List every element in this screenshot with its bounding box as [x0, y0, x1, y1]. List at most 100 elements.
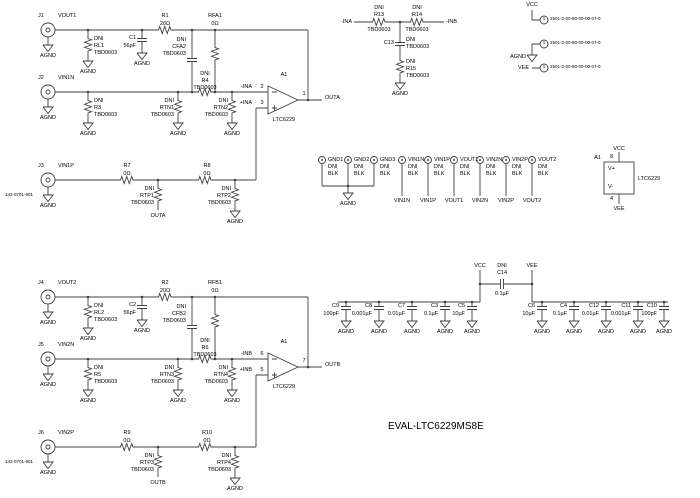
bypass-caps-text: C4	[559, 303, 567, 309]
opamp-power-text: VCC	[613, 146, 625, 152]
feedback-network-text: TBD0603	[406, 44, 430, 50]
opamp-power-text: VEE	[613, 206, 625, 212]
channel-b-text: C2	[128, 302, 136, 308]
channel-a-text: R3	[94, 105, 102, 111]
channel-b-text: R2	[161, 280, 169, 286]
bypass-caps-text: C10	[646, 303, 657, 309]
channel-a-text: C1	[128, 35, 136, 41]
power-connectors-text: 2501-2-00-80-00-00-07-0	[550, 16, 601, 21]
bypass-caps-text: AGND	[464, 329, 480, 335]
opamp-power-text: A1	[594, 155, 601, 161]
feedback-network-text: DNI	[406, 37, 416, 43]
power-connectors-text: 1	[542, 64, 546, 69]
channel-a-text: AGND	[80, 131, 96, 137]
channel-a-text: VIN1N	[58, 75, 75, 81]
channel-a-text: R8	[203, 163, 211, 169]
channel-b-text: TBD0603	[207, 467, 231, 473]
channel-b-text: RTN4	[213, 372, 228, 378]
channel-b-text: RTN3	[159, 372, 174, 378]
test-points-text: AGND	[340, 201, 356, 207]
channel-a-text: TBD0603	[94, 112, 118, 118]
channel-a-text: RFA1	[208, 13, 222, 19]
bypass-caps-text: AGND	[656, 329, 672, 335]
channel-a-text: 20Ω	[159, 21, 171, 27]
bypass-caps-text: 0.1µF	[552, 311, 567, 317]
channel-a-text: J3	[38, 163, 44, 169]
channel-b-text: RTP4	[217, 460, 231, 466]
test-points-text: BLK	[460, 171, 471, 177]
channel-a-text: AGND	[40, 115, 56, 121]
bypass-caps-text: C8	[364, 303, 372, 309]
wires	[47, 10, 668, 477]
bypass-caps-text: C5	[457, 303, 465, 309]
test-points-text: DNI	[328, 164, 338, 170]
test-points-text: DNI	[408, 164, 418, 170]
feedback-network-text: DNI	[412, 5, 422, 11]
channel-a-text: RTP1	[140, 193, 154, 199]
feedback-network-text: TBD0603	[405, 27, 429, 33]
test-points-text: VOUT2	[538, 157, 557, 163]
channel-b-text: 56pF	[123, 310, 136, 316]
channel-a-text: TBD0603	[207, 200, 231, 206]
channel-a-text: RTN1	[159, 105, 174, 111]
power-connectors-text: 1	[542, 40, 546, 45]
test-points-text: DNI	[434, 164, 444, 170]
bypass-caps-text: C14	[496, 270, 508, 276]
channel-a-text: OUTA	[150, 213, 166, 219]
channel-b-text: AGND	[134, 328, 150, 334]
bypass-caps-text: C7	[397, 303, 405, 309]
bypass-caps-text: AGND	[534, 329, 550, 335]
channel-b-text: DNI	[176, 304, 186, 310]
test-points-text: VOUT1	[444, 198, 464, 204]
channel-b-text: RTP3	[140, 460, 154, 466]
channel-a-text: TBD0603	[162, 51, 186, 57]
board-title: EVAL-LTC6229MS8E	[388, 421, 484, 432]
channel-b-text: DNI	[144, 453, 154, 459]
bypass-caps-text: C3	[430, 303, 438, 309]
channel-b-text: +INB	[239, 367, 252, 373]
channel-b-text: LTC6229	[272, 384, 296, 390]
test-points-text: BLK	[408, 171, 419, 177]
channel-a-text: RTP2	[217, 193, 231, 199]
bypass-caps-text: 0.1µF	[494, 291, 510, 297]
channel-a-text: VOUT1	[58, 13, 77, 19]
opamp-power-text: 4	[609, 196, 613, 202]
channel-a-text: DNI	[144, 186, 154, 192]
bypass-caps-text: AGND	[338, 329, 354, 335]
opamp-power-text: V-	[608, 184, 614, 190]
channel-b-text: TBD0603	[130, 467, 154, 473]
test-points-text: GND3	[380, 157, 396, 163]
test-points-text: BLK	[512, 171, 523, 177]
channel-a-text: J1	[38, 13, 44, 19]
channel-a-text: DNI	[218, 98, 228, 104]
channel-b-text: R10	[201, 430, 213, 436]
channel-a-text: TBD0603	[204, 112, 228, 118]
channel-b-text: DNI	[164, 365, 174, 371]
channel-a-text: R1	[161, 13, 169, 19]
channel-a-text: A1	[280, 72, 288, 78]
bypass-caps-text: VCC	[474, 263, 486, 269]
test-points-text: DNI	[460, 164, 470, 170]
channel-a-text: 1	[302, 91, 306, 97]
feedback-network-text: R13	[373, 12, 385, 18]
test-points-text: DNI	[538, 164, 548, 170]
channel-a-text: TBD0603	[94, 50, 118, 56]
test-points-text: VIN1N	[408, 157, 425, 163]
bypass-caps-text: AGND	[566, 329, 582, 335]
channel-b-text: DNI	[218, 365, 228, 371]
channel-a-text: RTN2	[213, 105, 228, 111]
channel-a-text: TBD0603	[150, 112, 174, 118]
channel-a-text: AGND	[40, 53, 56, 59]
channel-a-text: AGND	[170, 131, 186, 137]
channel-a-text: AGND	[134, 61, 150, 67]
test-points-text: DNI	[512, 164, 522, 170]
bypass-caps-text: AGND	[630, 329, 646, 335]
test-points-text: BLK	[486, 171, 497, 177]
wires-bypass-caps	[338, 270, 668, 318]
opamp-power-text: 8	[609, 154, 613, 160]
channel-b-text: R9	[123, 430, 131, 436]
channel-a-text: 142-0701-801	[5, 192, 34, 197]
